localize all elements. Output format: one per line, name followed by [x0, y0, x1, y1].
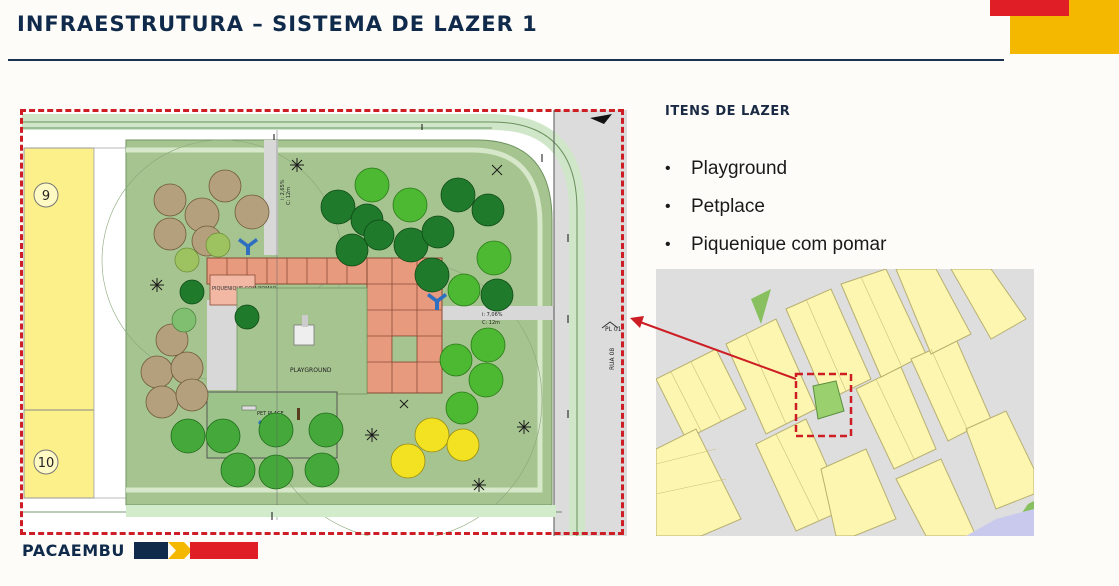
dim-label-b: C: 12m — [482, 320, 500, 326]
leisure-items-list: •Playground •Petplace •Piquenique com po… — [665, 150, 886, 264]
page-title: INFRAESTRUTURA – SISTEMA DE LAZER 1 — [17, 12, 538, 36]
street-label: RUA 08 — [609, 348, 616, 370]
site-plan-frame — [20, 109, 624, 535]
lot-number-10: 10 — [38, 456, 55, 471]
brand-color-bar — [134, 542, 258, 559]
site-plan: PIQUENIQUE COM POMAR PLAYGROUND PET PLAC… — [22, 110, 627, 536]
leisure-item: •Playground — [665, 158, 788, 179]
leisure-items-title: ITENS DE LAZER — [665, 104, 791, 119]
corner-accent-red — [990, 0, 1069, 16]
pl-label: PL 01 — [605, 326, 622, 333]
slope-label-a: i: 2,65% — [280, 179, 286, 200]
bullet-icon: • — [665, 160, 671, 177]
leisure-item: •Piquenique com pomar — [665, 234, 887, 255]
lot-number-9: 9 — [42, 189, 50, 204]
playground-label: PLAYGROUND — [290, 367, 332, 374]
title-divider — [8, 59, 1004, 61]
bullet-icon: • — [665, 236, 671, 253]
slope-label-b: i: 7,06% — [482, 312, 503, 318]
dim-label-a: C: 12m — [286, 187, 292, 205]
brand-logo-text: PACAEMBU — [22, 541, 125, 560]
leisure-item: •Petplace — [665, 196, 765, 217]
bullet-icon: • — [665, 198, 671, 215]
location-map — [656, 269, 1034, 536]
